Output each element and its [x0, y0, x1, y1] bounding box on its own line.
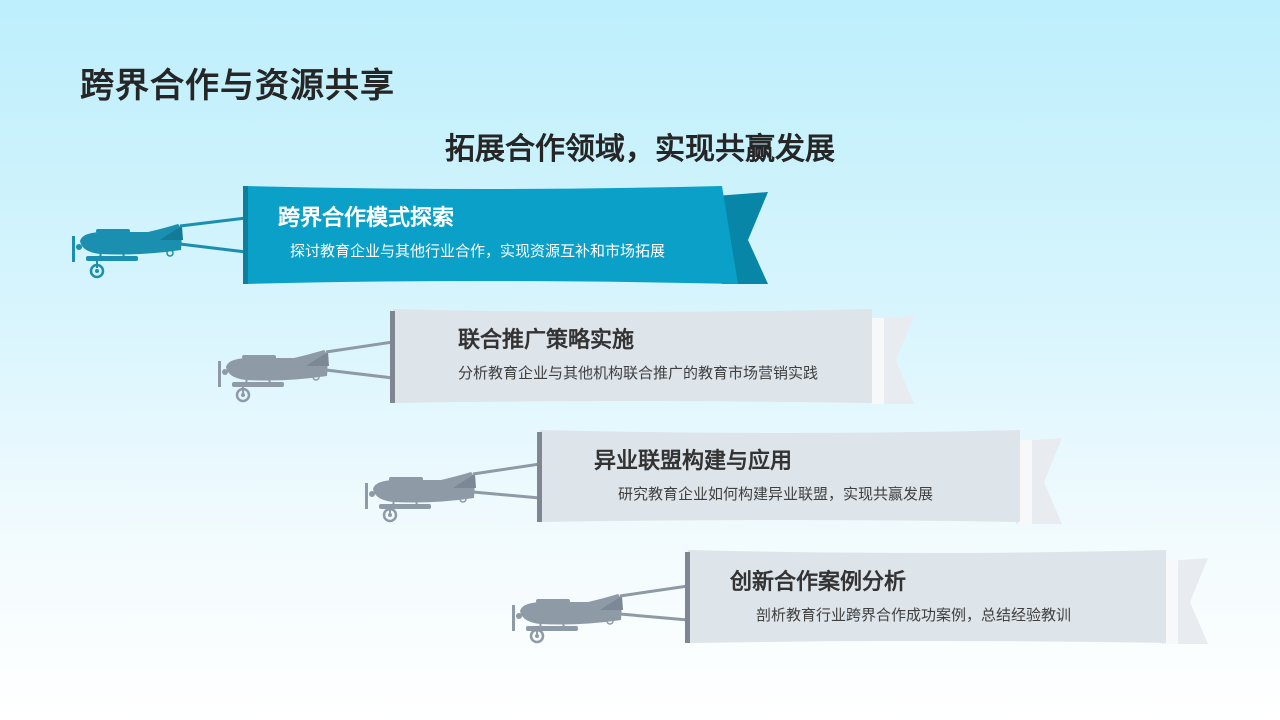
- banner-tail: [715, 192, 768, 284]
- banner-title: 创新合作案例分析: [730, 564, 906, 596]
- airplane-icon: [72, 224, 183, 277]
- airplane-icon: [365, 472, 476, 521]
- banner-description: 探讨教育企业与其他行业合作，实现资源互补和市场拓展: [290, 240, 665, 261]
- airplane-icon: [512, 594, 623, 642]
- page-subtitle: 拓展合作领域，实现共赢发展: [0, 124, 1280, 168]
- banner-ribbon: [393, 309, 872, 403]
- banner-title: 联合推广策略实施: [458, 322, 634, 354]
- banner-description: 剖析教育行业跨界合作成功案例，总结经验教训: [756, 604, 1071, 625]
- banner-title: 异业联盟构建与应用: [594, 443, 792, 475]
- banner-ribbon: [688, 550, 1166, 643]
- banner-ribbon: [246, 186, 738, 284]
- banner-description: 分析教育企业与其他机构联合推广的教育市场营销实践: [458, 362, 818, 383]
- banner-description: 研究教育企业如何构建异业联盟，实现共赢发展: [618, 483, 933, 504]
- banner-title: 跨界合作模式探索: [278, 200, 454, 232]
- banner-ribbon: [540, 430, 1020, 522]
- airplane-icon: [218, 350, 329, 401]
- page-title: 跨界合作与资源共享: [80, 58, 395, 107]
